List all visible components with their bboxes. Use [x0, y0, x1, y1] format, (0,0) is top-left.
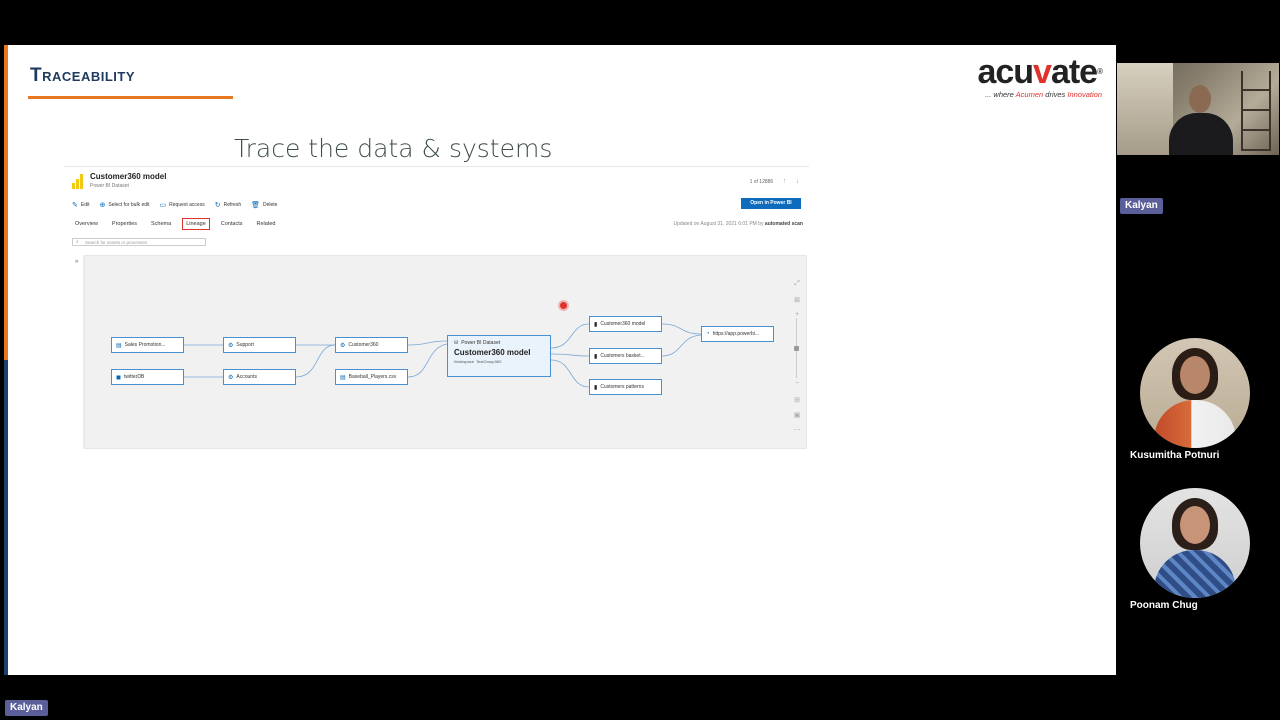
fit-to-screen-icon[interactable]: ⊠ [794, 297, 800, 304]
logo-tagline: ... where Acumen drives Innovation [985, 90, 1102, 99]
file-icon: ▤ [340, 374, 346, 381]
dataset-icon: ⛁ [454, 340, 459, 346]
tab-contacts[interactable]: Contacts [220, 221, 243, 227]
tab-related[interactable]: Related [256, 221, 276, 227]
asset-tabs: Overview Properties Schema Lineage Conta… [72, 218, 278, 230]
node-customer360[interactable]: ⚙Customer360 [335, 337, 408, 353]
participant-avatar[interactable] [1140, 338, 1250, 448]
active-speaker-tag: Kalyan [5, 700, 48, 716]
acuvate-logo: acuvate® ... where Acumen drives Innovat… [974, 53, 1103, 99]
image-icon[interactable]: ▣ [793, 412, 801, 419]
more-options-icon[interactable]: ⋯ [793, 427, 801, 434]
refresh-icon: ↻ [214, 202, 221, 209]
gauge-icon: ◔ [706, 331, 710, 337]
center-dataset-workspace: Workspace TestGroup360 [454, 359, 502, 364]
delete-button[interactable]: 🗑Delete [251, 202, 278, 209]
node-twitterdb[interactable]: ◼twitterDB [111, 369, 184, 385]
zoom-slider-handle[interactable] [794, 346, 799, 351]
slide-title-underline [28, 96, 233, 99]
layout-icon[interactable]: ⊞ [794, 397, 800, 404]
center-dataset-name: Customer360 model [454, 348, 531, 357]
trash-icon: 🗑 [251, 202, 260, 209]
tab-overview[interactable]: Overview [75, 221, 98, 227]
participant-name: Kusumitha Potnuri [1130, 450, 1220, 461]
node-support[interactable]: ⚙Support [223, 337, 296, 353]
node-baseball-players[interactable]: ▤Baseball_Players.csv [335, 369, 408, 385]
edit-button[interactable]: ✎Edit [72, 202, 90, 209]
tab-schema[interactable]: Schema [151, 221, 172, 227]
lineage-search-input[interactable]: ⌕ Search for assets or processes [72, 238, 206, 246]
database-icon: ◼ [116, 374, 121, 381]
tab-lineage[interactable]: Lineage [182, 218, 210, 230]
node-accounts[interactable]: ⚙Accounts [223, 369, 296, 385]
bulk-edit-button[interactable]: ⊕Select for bulk edit [99, 202, 150, 209]
lineage-canvas: ▤Sales Promotion... ◼twitterDB ⚙Support … [84, 255, 807, 449]
asset-name: Customer360 model [90, 172, 167, 181]
tab-properties[interactable]: Properties [111, 221, 137, 227]
pencil-icon: ✎ [72, 202, 78, 209]
node-sales-promotion[interactable]: ▤Sales Promotion... [111, 337, 184, 353]
zoom-out-icon[interactable]: − [794, 380, 800, 387]
participant-name: Poonam Chug [1130, 600, 1198, 611]
avatar-torso [1154, 550, 1236, 598]
pager: 1 of 12886 ↑ ↓ [750, 178, 799, 185]
expand-chevron-icon[interactable]: » [75, 259, 79, 265]
asset-screenshot: Customer360 model Power BI Dataset 1 of … [64, 166, 809, 450]
presenter-name-tag: Kalyan [1120, 198, 1163, 214]
report-icon: ▮ [594, 321, 598, 328]
divider [64, 166, 809, 167]
slide-accent-bar-lower [4, 360, 8, 675]
arrow-up-icon[interactable]: ↑ [782, 178, 787, 185]
process-icon: ⚙ [228, 374, 234, 381]
logo-wordmark: acuvate® [977, 53, 1103, 91]
participant-avatar[interactable] [1140, 488, 1250, 598]
pointer-indicator [560, 302, 567, 309]
pager-count: 1 of 12886 [749, 179, 774, 185]
updated-info: Updated on August 31, 2021 6:01 PM by au… [673, 221, 803, 227]
process-icon: ⚙ [340, 342, 346, 349]
shared-slide: Traceability acuvate® ... where Acumen d… [4, 45, 1116, 675]
node-center-dataset[interactable]: ⛁Power BI Dataset Customer360 model Work… [447, 335, 551, 377]
avatar-face [1180, 356, 1210, 394]
fullscreen-icon[interactable]: ⤢ [794, 280, 800, 287]
power-bi-icon [72, 174, 84, 189]
request-access-button[interactable]: ▭Request access [159, 202, 205, 209]
presenter-head [1189, 85, 1211, 113]
plus-circle-icon: ⊕ [99, 202, 106, 209]
node-output-customers-basket[interactable]: ▮Customers basket... [589, 348, 662, 364]
slide-accent-bar [4, 45, 8, 360]
refresh-button[interactable]: ↻Refresh [214, 202, 242, 209]
asset-type: Power BI Dataset [90, 183, 129, 189]
shelf-background [1241, 71, 1271, 151]
report-icon: ▮ [594, 384, 598, 391]
report-icon: ▮ [594, 353, 598, 360]
node-app-powerbi[interactable]: ◔https://app.powerbi... [701, 326, 774, 342]
arrow-down-icon[interactable]: ↓ [795, 178, 800, 185]
avatar-torso [1154, 400, 1236, 448]
lineage-edges [184, 323, 702, 388]
zoom-in-icon[interactable]: + [794, 311, 800, 318]
window-background [1117, 63, 1173, 155]
chat-icon: ▭ [159, 202, 167, 209]
open-in-power-bi-button[interactable]: Open in Power BI [741, 198, 801, 209]
table-icon: ▤ [116, 342, 122, 349]
slide-title: Traceability [30, 65, 135, 86]
lineage-side-panel: » [72, 255, 84, 449]
presenter-body [1169, 113, 1233, 155]
slide-subtitle: Trace the data & systems [234, 134, 553, 163]
presenter-video [1117, 63, 1279, 155]
node-output-customers-patterns[interactable]: ▮Customers patterns [589, 379, 662, 395]
asset-toolbar: ✎Edit ⊕Select for bulk edit ▭Request acc… [72, 199, 277, 211]
process-icon: ⚙ [228, 342, 234, 349]
node-output-customer360-model[interactable]: ▮Customer360 model [589, 316, 662, 332]
search-icon: ⌕ [76, 239, 79, 245]
avatar-face [1180, 506, 1210, 544]
